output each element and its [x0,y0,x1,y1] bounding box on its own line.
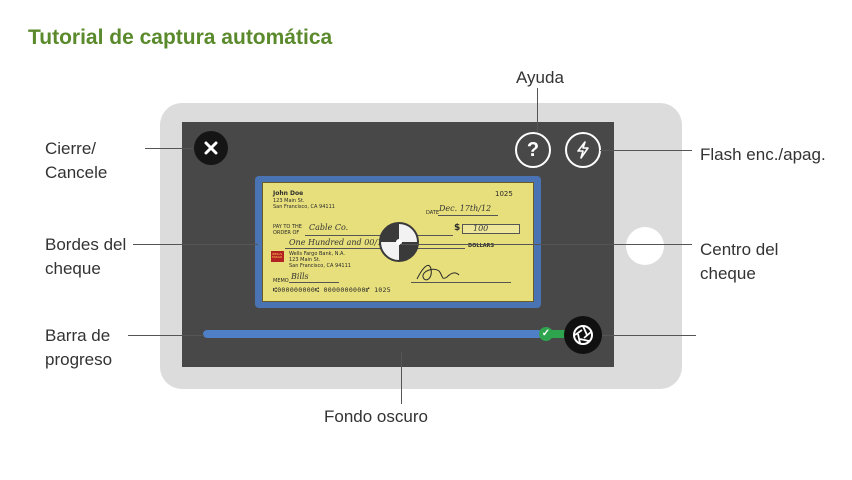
callout-line-shutter [602,335,696,336]
progress-complete-segment [546,330,574,338]
check-icon: ✓ [539,327,553,341]
cheque-memo-label: MEMO [273,278,289,284]
cheque-address-2: San Francisco, CA 94111 [273,204,335,210]
callout-line-help [537,88,538,132]
progress-bar-fill [203,330,544,338]
close-button[interactable] [194,131,228,165]
cheque-amount-box [462,224,520,234]
label-background: Fondo oscuro [324,407,428,426]
help-button[interactable]: ? [515,132,551,168]
cheque-payee: Cable Co. [309,223,349,232]
bank-logo: WELLS FARGO [271,251,284,262]
label-center-line-2: cheque [700,264,756,283]
cheque-dollars-label: DOLLARS [468,243,495,249]
close-icon [204,141,218,155]
label-flash: Flash enc./apag. [700,145,826,164]
cheque-amount: 100 [473,224,489,233]
label-close-line-2: Cancele [45,163,108,182]
flash-toggle-button[interactable] [565,132,601,168]
cheque-pay-label-2: ORDER OF [273,230,300,236]
cheque-memo: Bills [291,272,309,281]
callout-line-background [401,352,402,404]
dollar-sign: $ [454,223,461,233]
label-edges-line-1: Bordes del [45,235,127,254]
cheque-pay-label-1: PAY TO THE [273,224,302,230]
flash-icon [577,141,589,159]
cheque-signature [416,264,460,281]
cheque-address-1: 123 Main St. [273,198,305,204]
home-button [626,227,664,265]
cheque-date: Dec. 17th/12 [439,204,492,213]
shutter-button[interactable] [564,316,602,354]
label-edges-line-2: cheque [45,259,101,278]
help-icon: ? [526,138,540,161]
bank-address-2: San Francisco, CA 94111 [289,263,351,269]
callout-line-progress [128,335,204,336]
tutorial-title: Tutorial de captura automática [28,26,333,49]
cheque-amount-words: One Hundred and 00/100 [289,238,393,247]
label-help: Ayuda [516,68,564,87]
cheque-number: 1025 [495,190,513,198]
callout-line-flash [600,150,692,151]
cheque-name: John Doe [273,190,304,197]
label-progress-line-1: Barra de [45,326,111,345]
camera-shutter-icon [573,325,593,345]
callout-line-edges [133,244,258,245]
label-close-line-1: Cierre/ [45,139,97,158]
callout-line-center [400,244,692,245]
cheque-image: John Doe 123 Main St. San Francisco, CA … [262,182,534,302]
callout-line-close [145,148,193,149]
label-progress-line-2: progreso [45,350,113,369]
label-center-line-1: Centro del [700,240,779,259]
bank-name: Wells Fargo Bank, N.A. [289,251,345,257]
center-target-dot [396,239,402,245]
cheque-date-label: DATE [426,210,440,216]
bank-address-1: 123 Main St. [289,257,321,263]
cheque-micr: ⑆000000000⑆ 0000000000⑈ 1025 [273,286,391,294]
